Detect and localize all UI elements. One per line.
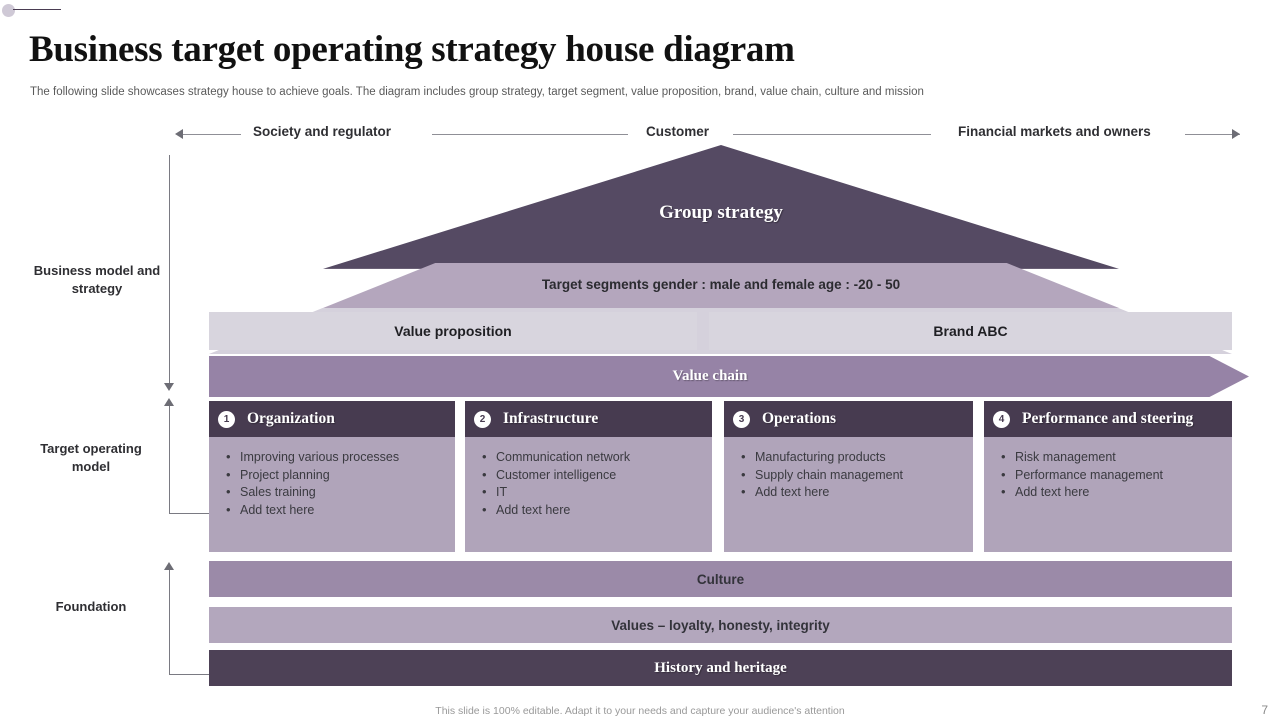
bracket-foot-target-operating [169, 513, 211, 514]
decorative-dot [2, 4, 15, 17]
pillar-item-list: Manufacturing productsSupply chain manag… [724, 437, 973, 502]
axis-line-left [183, 134, 241, 135]
pillar-header: 2 Infrastructure [465, 401, 712, 437]
roof-band-target-segments[interactable] [323, 263, 1119, 308]
pillar-list-item: Sales training [226, 483, 445, 502]
axis-label-society: Society and regulator [253, 124, 392, 139]
roof-box-brand[interactable]: Brand ABC [709, 312, 1232, 350]
pillar-list-item: Supply chain management [741, 466, 963, 485]
foundation-label-values: Values – loyalty, honesty, integrity [611, 617, 830, 633]
axis-label-financial: Financial markets and owners [958, 124, 1151, 139]
arrow-up-icon-foundation [164, 562, 174, 570]
pillar-item-list: Improving various processesProject plann… [209, 437, 455, 519]
stakeholder-axis: Society and regulator Customer Financial… [0, 124, 1280, 146]
pillar-list-item: Communication network [482, 448, 702, 467]
page-title: Business target operating strategy house… [29, 29, 795, 70]
decorative-line [13, 9, 61, 10]
axis-line-mid-left [432, 134, 628, 135]
side-label-business-model: Business model and strategy [33, 263, 161, 296]
foundation-label-history: History and heritage [654, 659, 787, 676]
value-chain-label: Value chain [672, 368, 748, 384]
pillar-title: Performance and steering [1022, 410, 1194, 427]
page-subtitle: The following slide showcases strategy h… [30, 86, 924, 98]
pillar-title: Infrastructure [503, 410, 599, 427]
pillar-header: 1 Organization [209, 401, 455, 437]
pillar-organization[interactable]: 1 Organization Improving various process… [209, 401, 455, 552]
pillar-title: Organization [247, 410, 335, 427]
pillar-number-badge: 1 [218, 410, 235, 428]
pillar-item-list: Risk managementPerformance managementAdd… [984, 437, 1232, 502]
pillar-performance-and-steering[interactable]: 4 Performance and steering Risk manageme… [984, 401, 1232, 552]
roof-label-target-segments: Target segments gender : male and female… [541, 277, 901, 292]
pillar-header: 3 Operations [724, 401, 973, 437]
pillar-number-badge: 4 [993, 410, 1010, 428]
roof-box-value-proposition[interactable]: Value proposition [209, 312, 697, 350]
side-label-target-operating: Target operating model [40, 441, 142, 474]
axis-label-customer: Customer [646, 124, 710, 139]
pillar-header: 4 Performance and steering [984, 401, 1232, 437]
page-number: 7 [1261, 703, 1268, 717]
arrow-right-icon [1232, 129, 1240, 139]
roof-label-group-strategy: Group strategy [659, 202, 783, 223]
foundation-bar-culture[interactable]: Culture [209, 561, 1232, 597]
foundation-bar-history[interactable]: History and heritage [209, 650, 1232, 686]
foundation-label-culture: Culture [696, 571, 745, 587]
pillar-list-item: Add text here [741, 483, 963, 502]
pillar-list-item: Manufacturing products [741, 448, 963, 467]
pillar-number-badge: 2 [474, 410, 491, 428]
arrow-up-icon-target-operating [164, 398, 174, 406]
pillar-list-item: Add text here [226, 501, 445, 520]
pillar-list-item: Performance management [1001, 466, 1222, 485]
pillar-number-badge: 3 [733, 410, 750, 428]
pillar-list-item: Add text here [482, 501, 702, 520]
value-chain-arrow[interactable]: Value chain [209, 356, 1249, 397]
bracket-line-foundation [169, 570, 170, 675]
pillar-list-item: Customer intelligence [482, 466, 702, 485]
axis-line-mid-right [733, 134, 931, 135]
axis-line-right [1185, 134, 1240, 135]
pillar-list-item: Project planning [226, 466, 445, 485]
bracket-line-target-operating [169, 406, 170, 514]
footer-note: This slide is 100% editable. Adapt it to… [435, 705, 845, 717]
pillar-list-item: Risk management [1001, 448, 1222, 467]
pillar-operations[interactable]: 3 Operations Manufacturing productsSuppl… [724, 401, 973, 552]
pillar-list-item: Improving various processes [226, 448, 445, 467]
pillar-infrastructure[interactable]: 2 Infrastructure Communication networkCu… [465, 401, 712, 552]
pillar-item-list: Communication networkCustomer intelligen… [465, 437, 712, 519]
pillar-list-item: IT [482, 483, 702, 502]
arrow-down-icon-business-model [164, 383, 174, 391]
bracket-line-business-model [169, 155, 170, 385]
foundation-bar-values[interactable]: Values – loyalty, honesty, integrity [209, 607, 1232, 643]
bracket-foot-foundation [169, 674, 211, 675]
pillar-title: Operations [762, 410, 837, 427]
arrow-left-icon [175, 129, 183, 139]
side-label-foundation: Foundation [55, 599, 127, 614]
pillar-list-item: Add text here [1001, 483, 1222, 502]
